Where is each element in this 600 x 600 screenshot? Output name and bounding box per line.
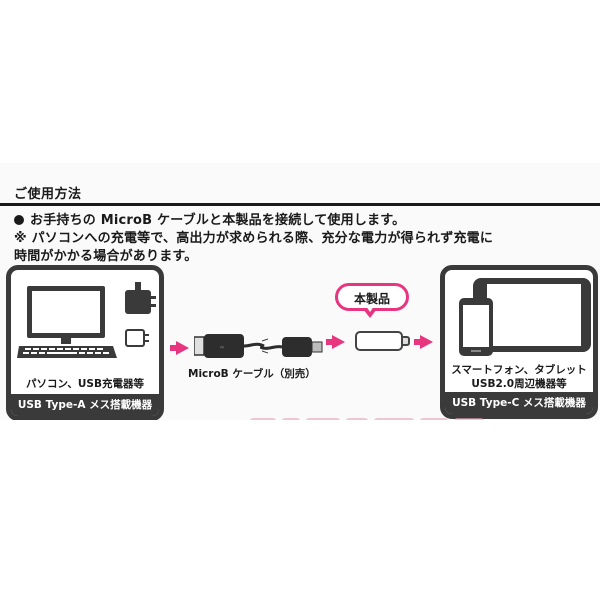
instruction-line-2: ※ パソコンへの充電等で、高出力が求められる際、充分な電力が得られず充電に: [14, 231, 494, 246]
section-divider: [0, 203, 600, 206]
source-caption: パソコン、USB充電器等: [26, 378, 144, 390]
tablet-icon: [473, 278, 591, 352]
usb-a-cable-icon: ⇨: [194, 334, 269, 358]
arrow-right-icon: [326, 335, 345, 349]
target-caption-1: スマートフォン、タブレット: [451, 364, 587, 376]
bullet-icon: [14, 215, 24, 225]
source-device-box: パソコン、USB充電器等 USB Type-A メス搭載機器: [6, 265, 164, 420]
smartphone-icon: [459, 298, 493, 356]
instruction-line-1: お手持ちの MicroB ケーブルと本製品を接続して使用します。: [14, 209, 405, 228]
cropped-text-fragment: [250, 413, 550, 420]
instruction-line-3: 時間がかかる場合があります。: [14, 249, 198, 264]
product-adapter-icon: [355, 331, 403, 351]
computer-icon: [17, 286, 117, 358]
arrow-right-icon: [170, 341, 189, 355]
section-title: ご使用方法: [14, 187, 82, 202]
target-footer: USB Type-C メス搭載機器: [445, 392, 593, 414]
bubble-tail: [363, 306, 377, 318]
source-footer: USB Type-A メス搭載機器: [11, 394, 159, 416]
usage-card: ご使用方法 お手持ちの MicroB ケーブルと本製品を接続して使用します。 ※…: [0, 163, 600, 420]
cable-label: MicroB ケーブル（別売）: [188, 368, 316, 380]
target-caption-2: USB2.0周辺機器等: [471, 378, 567, 390]
instruction-text-1: お手持ちの MicroB ケーブルと本製品を接続して使用します。: [30, 213, 406, 228]
plug-icon: [125, 329, 149, 347]
charger-icon: [125, 282, 156, 314]
micro-b-cable-icon: [260, 337, 323, 357]
svg-text:⇨: ⇨: [220, 345, 224, 351]
arrow-right-icon: [414, 335, 433, 349]
product-adapter-tip: [403, 336, 410, 346]
target-device-box: スマートフォン、タブレット USB2.0周辺機器等 USB Type-C メス搭…: [440, 265, 598, 419]
